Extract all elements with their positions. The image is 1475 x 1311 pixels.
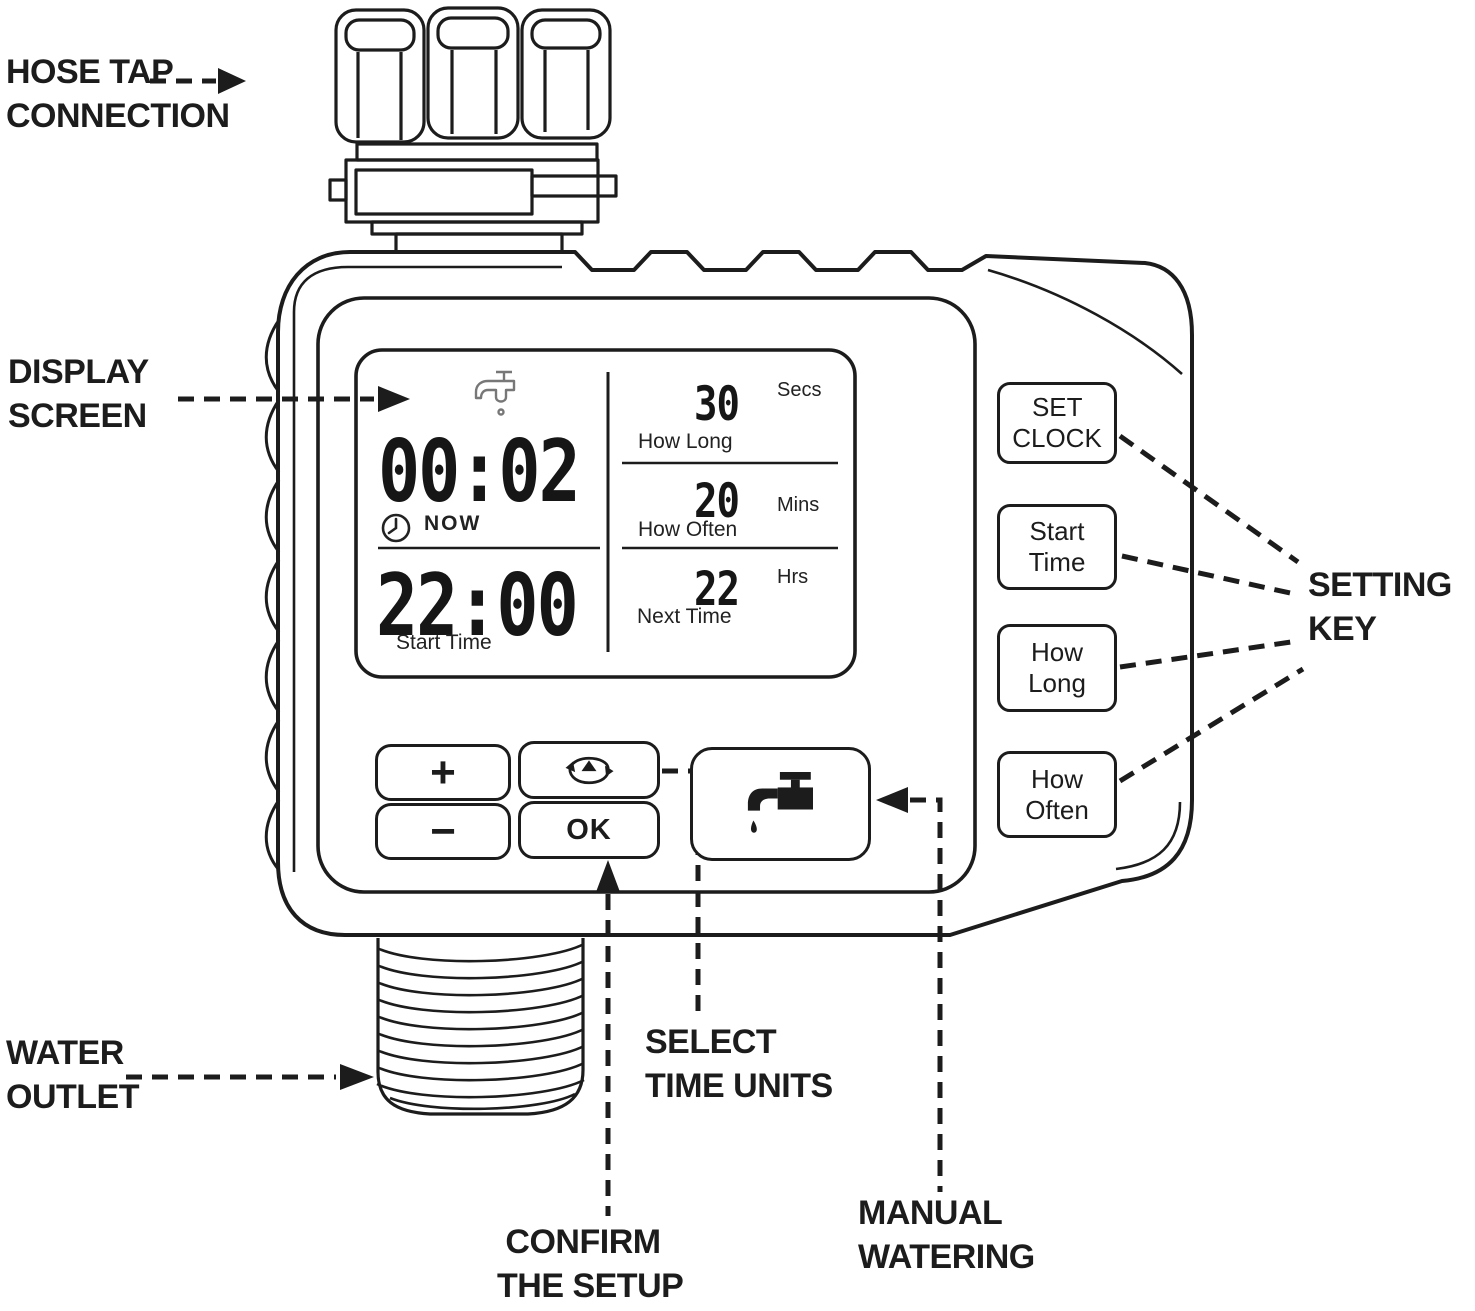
current-time-value: 00:02 (378, 421, 581, 522)
cycle-icon (565, 756, 614, 785)
water-outlet-label: WATER OUTLET (6, 1034, 139, 1116)
how-long-label: How Long (1028, 637, 1086, 698)
faucet-icon (747, 772, 813, 833)
next-time-value: 22 (694, 562, 740, 618)
ok-button-label: OK (566, 813, 612, 846)
plus-button[interactable]: + (375, 744, 511, 801)
now-label: NOW (424, 512, 482, 535)
water-outlet-arrow (126, 1064, 374, 1090)
hose-tap-connector (328, 6, 618, 254)
start-time-caption: Start Time (396, 631, 492, 654)
start-time-label: Start Time (1028, 516, 1086, 577)
minus-button-label: − (430, 806, 456, 856)
how-often-unit: Mins (777, 494, 820, 516)
set-clock-button[interactable]: SET CLOCK (997, 382, 1117, 464)
minus-button[interactable]: − (375, 803, 511, 860)
start-time-button[interactable]: Start Time (997, 504, 1117, 590)
manual-watering-label: MANUAL WATERING (858, 1194, 1035, 1276)
manual-watering-pointer (876, 787, 943, 1192)
how-often-value: 20 (694, 474, 740, 530)
display-clock-icon (381, 513, 411, 543)
set-clock-label: SET CLOCK (1012, 392, 1102, 453)
hose-tap-connection-label: HOSE TAP CONNECTION (6, 53, 230, 135)
display-screen-frame (354, 348, 857, 679)
setting-key-label: SETTING KEY (1308, 566, 1452, 648)
display-faucet-icon (474, 370, 516, 416)
ok-button[interactable]: OK (518, 801, 660, 859)
device-body (264, 250, 1194, 937)
hose-tap-arrow (150, 68, 246, 94)
how-long-button[interactable]: How Long (997, 624, 1117, 712)
display-screen-arrow (178, 386, 410, 412)
how-often-label: How Often (1025, 763, 1089, 825)
next-time-unit: Hrs (777, 566, 809, 588)
front-panel (316, 296, 977, 894)
confirm-setup-label: CONFIRM THE SETUP (497, 1223, 684, 1305)
plus-button-label: + (430, 747, 456, 797)
manual-watering-button[interactable] (690, 747, 871, 861)
confirm-setup-pointer (596, 860, 620, 1216)
start-time-value: 22:00 (376, 555, 579, 656)
next-time-caption: Next Time (637, 605, 732, 628)
how-long-caption: How Long (638, 430, 733, 453)
how-often-caption: How Often (638, 518, 738, 541)
display-screen-label: DISPLAY SCREEN (8, 353, 149, 435)
how-long-unit: Secs (777, 379, 822, 401)
setting-key-pointers (1118, 433, 1305, 784)
select-time-units-button[interactable] (518, 741, 660, 799)
how-long-value: 30 (694, 377, 740, 433)
water-outlet-thread (376, 938, 585, 1116)
how-often-button[interactable]: How Often (997, 751, 1117, 838)
select-time-units-label: SELECT TIME UNITS (645, 1023, 833, 1105)
